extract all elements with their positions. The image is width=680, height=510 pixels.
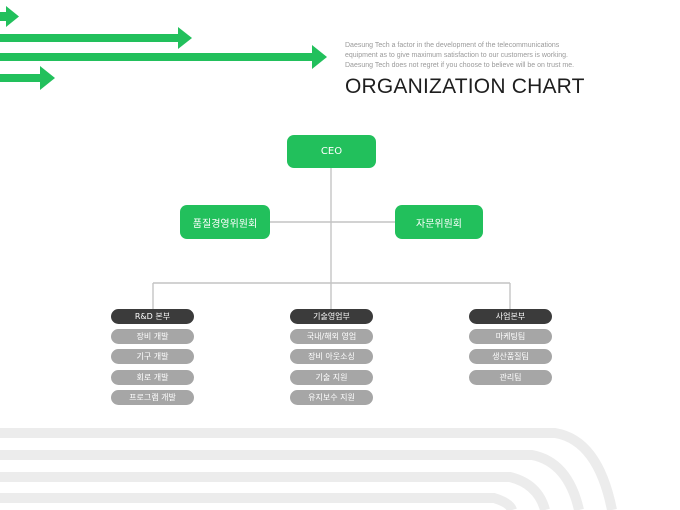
- page-title: ORGANIZATION CHART: [345, 75, 585, 98]
- intro-line: Daesung Tech a factor in the development…: [345, 42, 560, 49]
- team-pill: 프로그램 개발: [111, 390, 194, 405]
- intro-line: equipment as to give maximum satisfactio…: [345, 52, 568, 59]
- team-pill: 기구 개발: [111, 349, 194, 364]
- arrow-decor: [0, 6, 327, 90]
- team-pill: 장비 아웃소싱: [290, 349, 373, 364]
- team-pill: 기술 지원: [290, 370, 373, 385]
- team-pill: 장비 개발: [111, 329, 194, 344]
- division-head-business: 사업본부: [469, 309, 552, 324]
- team-pill: 국내/해외 영업: [290, 329, 373, 344]
- intro-line: Daesung Tech does not regret if you choo…: [345, 62, 575, 69]
- team-pill: 회로 개발: [111, 370, 194, 385]
- right-committee-node: 자문위원회: [395, 205, 483, 239]
- left-committee-node: 품질경영위원회: [180, 205, 270, 239]
- team-pill: 유지보수 지원: [290, 390, 373, 405]
- division-head-sales: 기술영업부: [290, 309, 373, 324]
- team-pill: 관리팀: [469, 370, 552, 385]
- stripe-decor: [0, 428, 617, 510]
- org-connectors: [152, 168, 511, 309]
- intro-text: Daesung Tech a factor in the development…: [345, 41, 605, 71]
- team-pill: 생산품질팀: [469, 349, 552, 364]
- division-head-rnd: R&D 본부: [111, 309, 194, 324]
- team-pill: 마케팅팀: [469, 329, 552, 344]
- ceo-node: CEO: [287, 135, 376, 168]
